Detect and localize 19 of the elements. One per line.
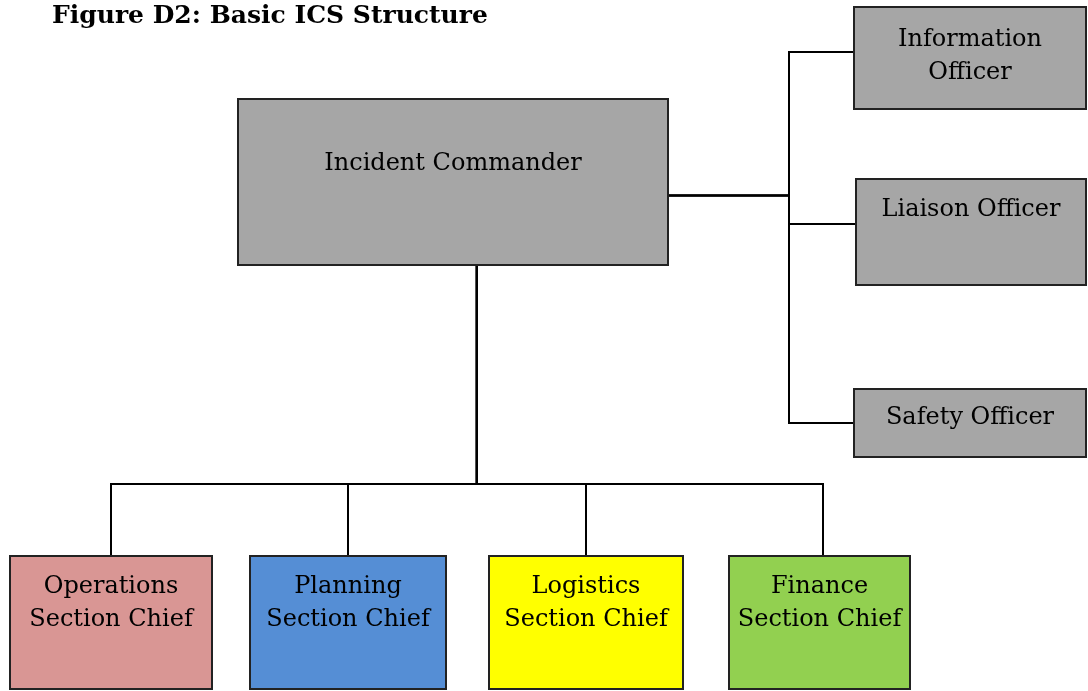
role-box	[855, 178, 1087, 286]
role-box	[249, 555, 447, 690]
role-box	[488, 555, 684, 690]
role-label: Liaison Officer	[880, 193, 1062, 224]
role-label: Safety Officer	[884, 401, 1056, 432]
role-box	[728, 555, 911, 690]
role-label: Incident Commander	[323, 147, 583, 178]
role-label: Planning Section Chief	[265, 570, 433, 634]
role-box	[853, 388, 1087, 458]
role-box	[853, 6, 1087, 110]
role-label: Finance Section Chief	[736, 570, 903, 634]
connector-line	[475, 265, 824, 556]
role-label: Logistics Section Chief	[503, 570, 671, 634]
figure-title: Figure D2: Basic ICS Structure	[52, 0, 488, 29]
role-label: Information Officer	[896, 23, 1043, 87]
role-label: Operations Section Chief	[28, 570, 196, 634]
connector-line	[668, 194, 854, 424]
role-box	[9, 555, 213, 690]
role-box	[237, 98, 669, 266]
